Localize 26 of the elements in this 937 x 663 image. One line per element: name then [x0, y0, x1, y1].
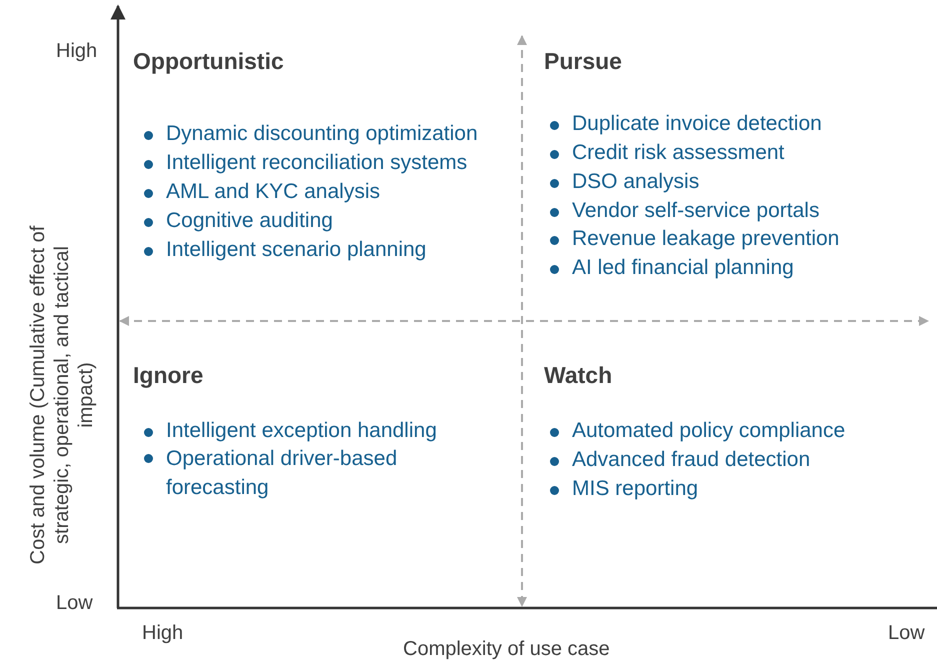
quadrant-title: Watch	[544, 362, 612, 388]
list-item: DSO analysis	[548, 169, 700, 195]
list-item: Intelligent reconciliation systems	[142, 150, 468, 176]
quadrant-title: Ignore	[133, 362, 204, 388]
list-item: Intelligent scenario planning	[142, 237, 426, 263]
axis-tick-label: High	[56, 39, 98, 64]
list-item: AML and KYC analysis	[142, 179, 380, 205]
axis-tick-label: High	[142, 621, 184, 646]
quadrant-title: Pursue	[544, 48, 622, 74]
axis-title: Complexity of use case	[403, 637, 610, 662]
list-item: Automated policy compliance	[548, 418, 846, 444]
axis-tick-label: Low	[888, 621, 925, 646]
list-item: AI led financial planning	[548, 255, 794, 281]
axis-title: Cost and volume (Cumulative effect of strategic, operational, and tactical impact)	[26, 224, 98, 566]
list-item: Credit risk assessment	[548, 140, 784, 166]
list-item: Vendor self-service portals	[548, 198, 820, 224]
list-item: Cognitive auditing	[142, 208, 333, 234]
list-item: Duplicate invoice detection	[548, 111, 822, 137]
list-item: Intelligent exception handling	[142, 418, 437, 444]
list-item: Dynamic discounting optimization	[142, 121, 478, 147]
list-item: Advanced fraud detection	[548, 447, 810, 473]
list-item: Revenue leakage prevention	[548, 226, 840, 252]
list-item: MIS reporting	[548, 476, 698, 502]
list-item: Operational driver-based forecasting	[142, 444, 446, 502]
quadrant-title: Opportunistic	[133, 48, 284, 74]
axis-tick-label: Low	[56, 591, 93, 616]
